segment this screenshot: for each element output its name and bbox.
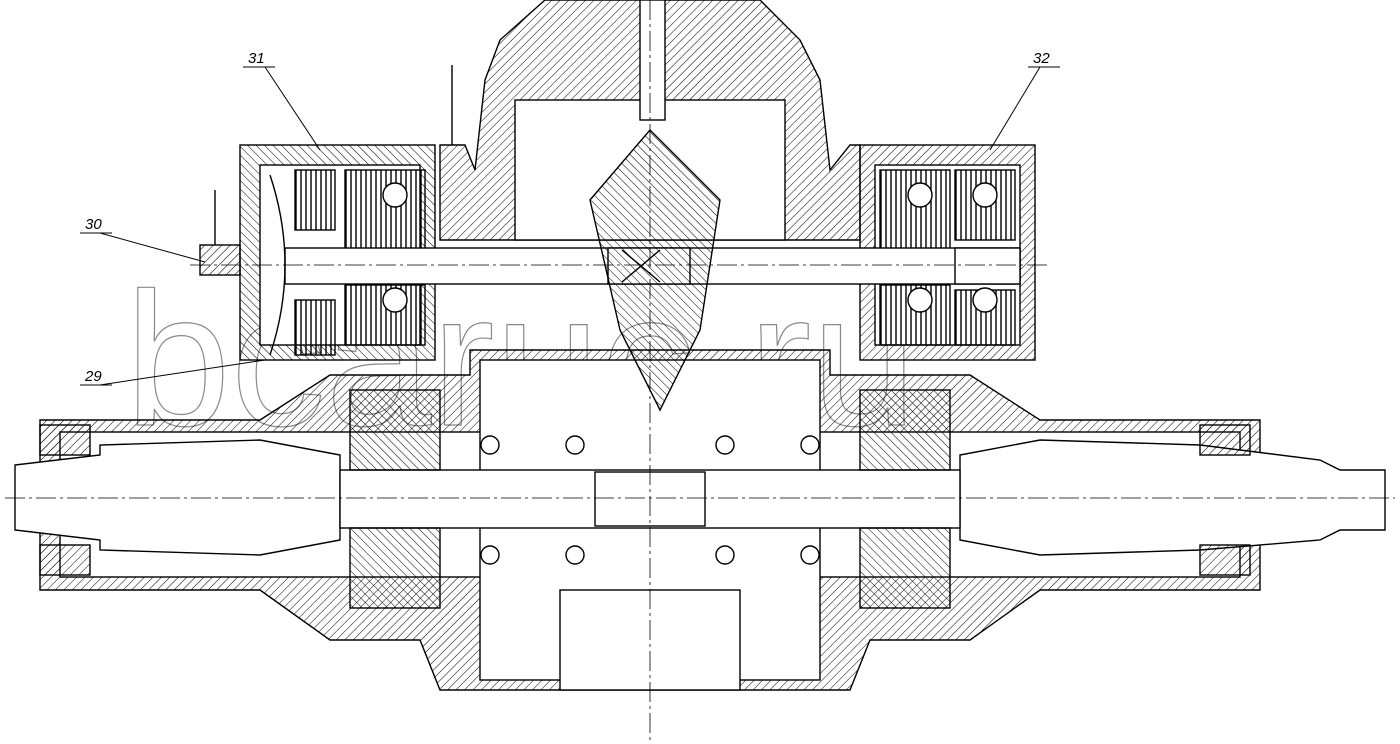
- callout-30: 30: [85, 216, 102, 233]
- leader-lines: [80, 66, 1060, 386]
- callout-29: 29: [84, 368, 102, 385]
- callout-labels: 31 32 30 29: [84, 50, 1050, 385]
- callout-32: 32: [1033, 50, 1050, 67]
- callout-31: 31: [248, 50, 265, 67]
- center-lines: [5, 0, 1395, 740]
